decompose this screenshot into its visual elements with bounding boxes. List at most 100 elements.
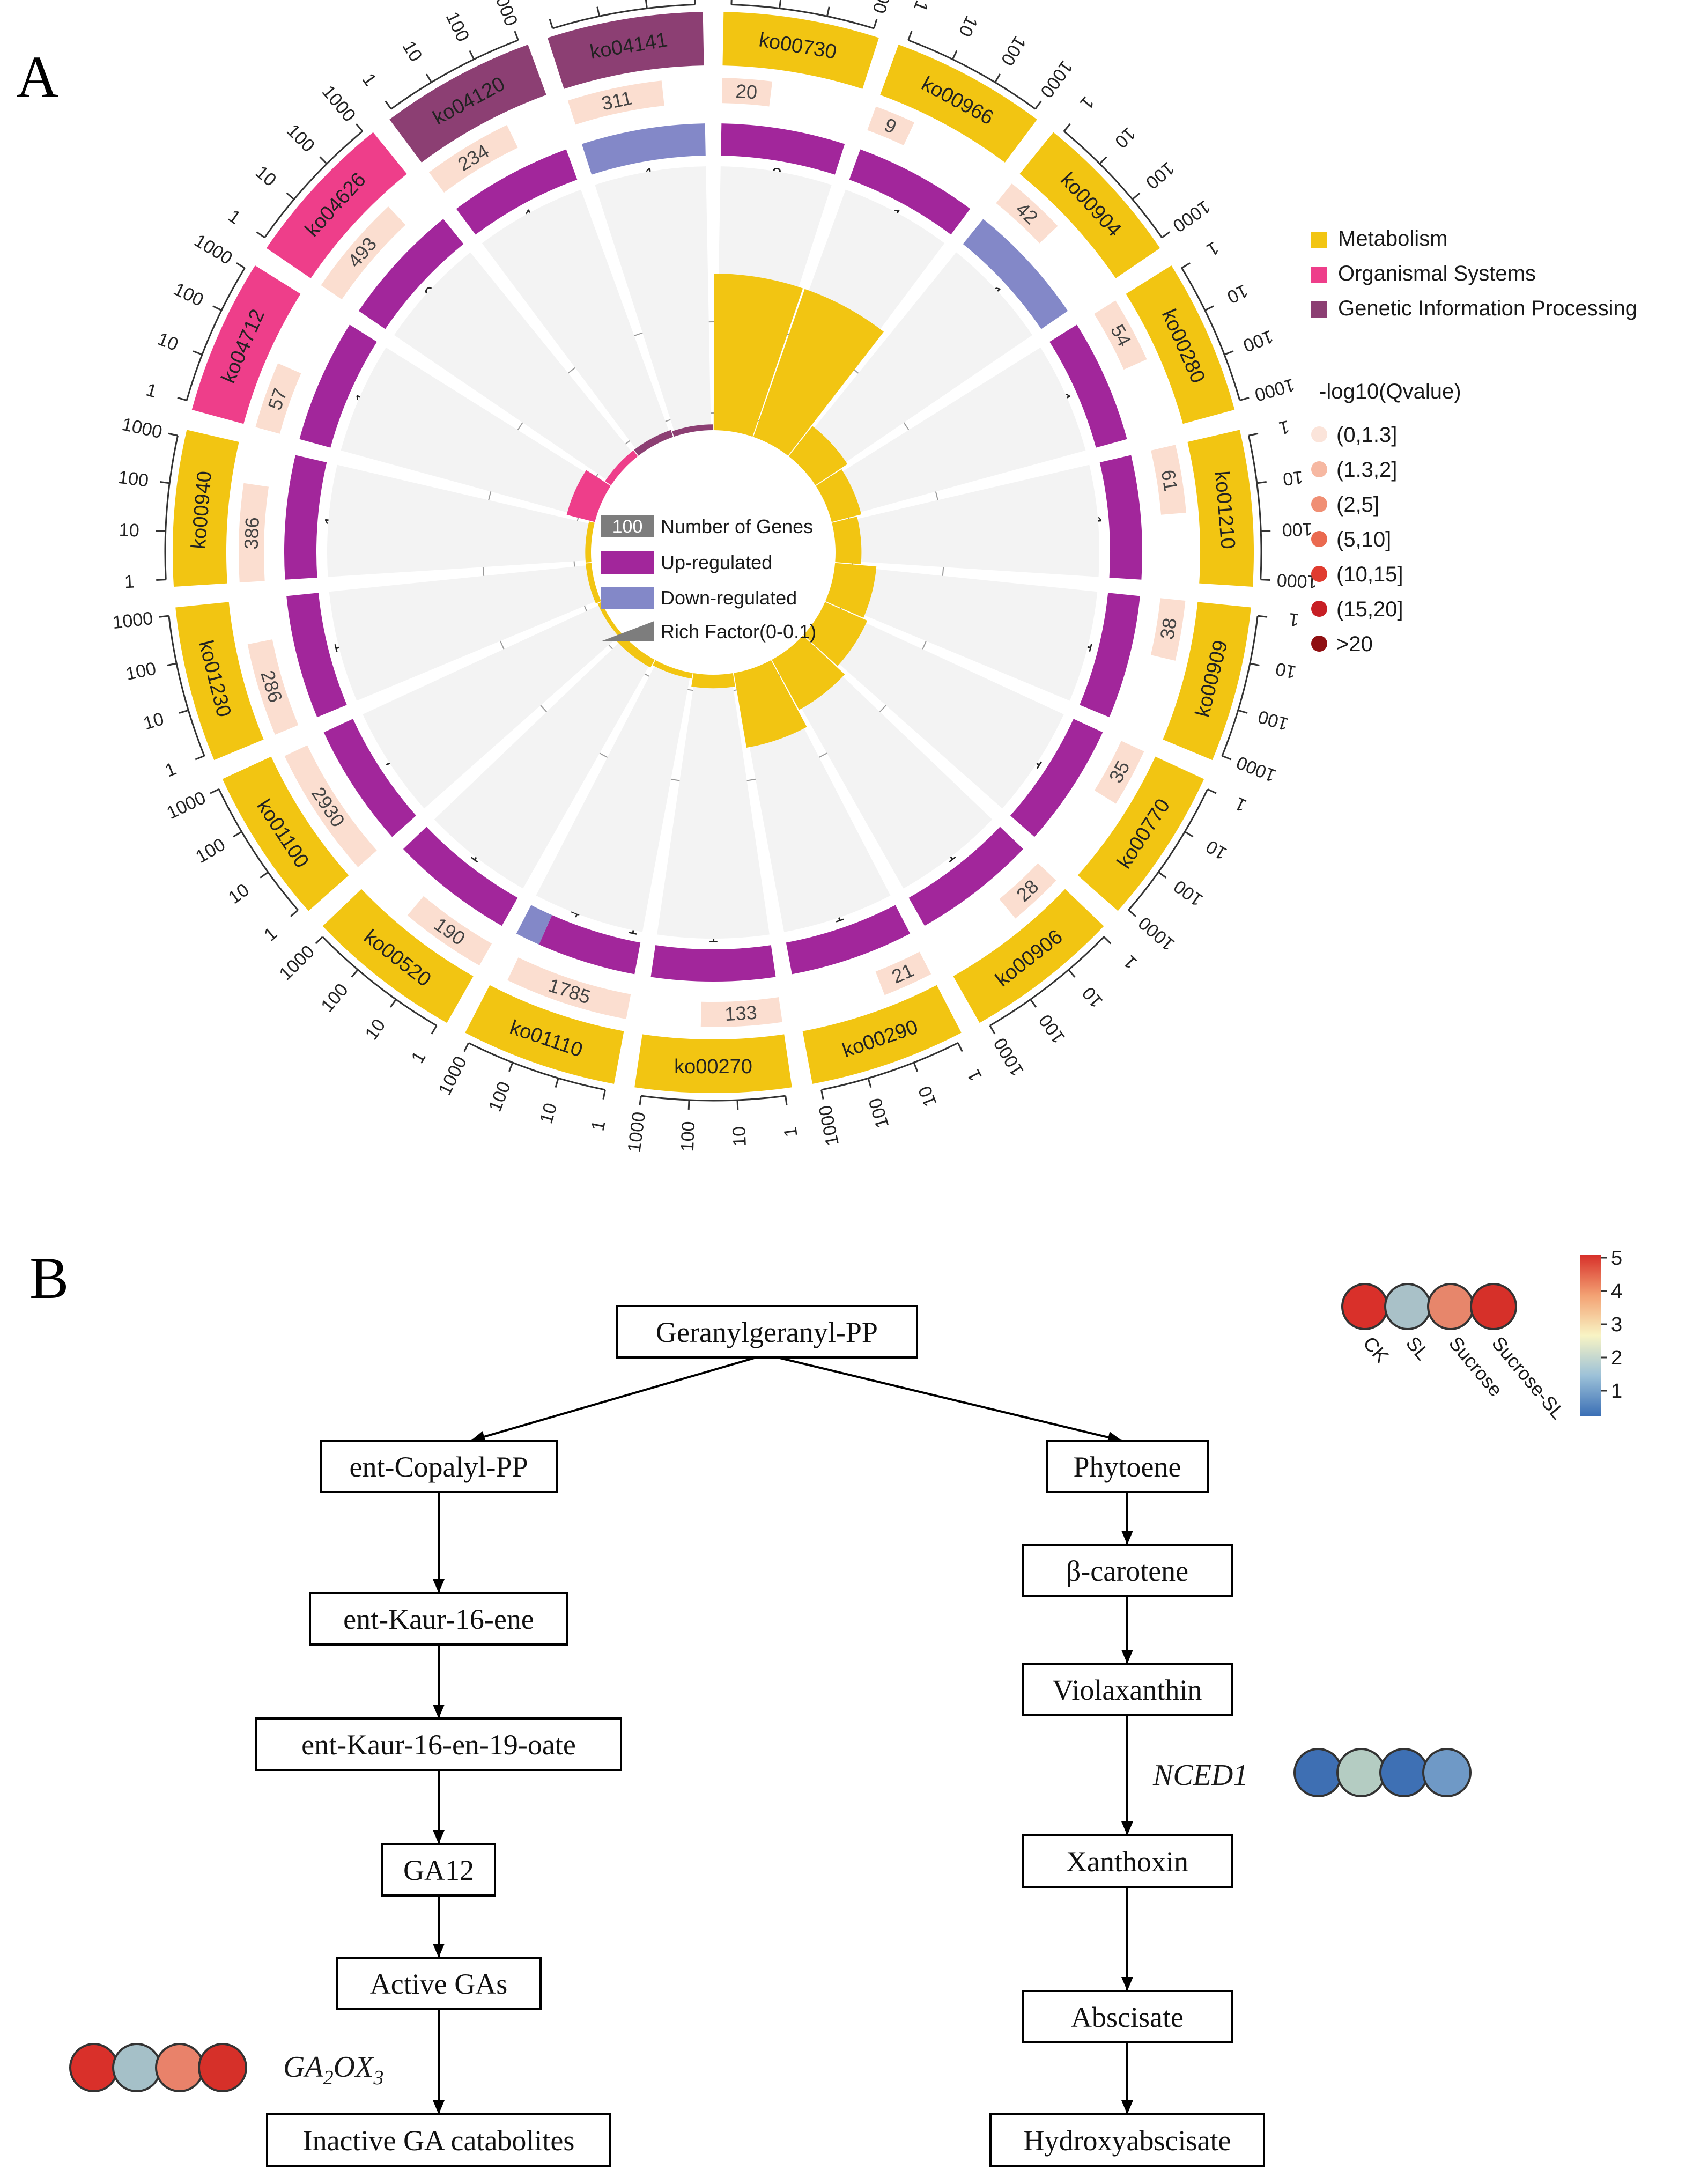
axis-tick-label: 100 (317, 980, 352, 1016)
axis-line (264, 130, 363, 238)
node-right-0-label: Phytoene (1074, 1451, 1181, 1483)
node-right-1 (1022, 1544, 1233, 1597)
axis-tick-label: 1 (1203, 237, 1222, 260)
background-count: 20 (735, 80, 758, 104)
legend-circle (1427, 1283, 1474, 1330)
qvalue-label: (15,20] (1336, 597, 1403, 621)
axis-tick (867, 1078, 872, 1088)
pathway-band (175, 602, 264, 761)
sample-label: CK (1359, 1332, 1393, 1367)
rich-factor-bar (585, 521, 595, 563)
axis-tick (1128, 909, 1137, 917)
axis-tick-label: 1 (225, 206, 245, 228)
axis-tick (463, 1042, 469, 1052)
node-right-2-label: Violaxanthin (1053, 1674, 1202, 1706)
axis-line (989, 936, 1105, 1027)
axis-tick (233, 831, 242, 838)
axis-line (1181, 267, 1241, 401)
axis-tick (431, 1025, 438, 1035)
rich-factor-bar (691, 673, 735, 689)
axis-tick-label: 1 (358, 70, 381, 90)
rich-factor-bar (634, 430, 674, 456)
axis-tick-label: 1000 (1276, 570, 1318, 592)
axis-tick-label: 1000 (191, 230, 236, 269)
arrow-head (433, 2100, 445, 2114)
axis-tick (256, 231, 265, 239)
pathway-band (266, 132, 407, 278)
pathway-arrows (433, 1356, 1133, 2114)
qvalue-swatch (1311, 601, 1327, 617)
background-count-bar (700, 997, 782, 1027)
qvalue-label: (5,10] (1336, 528, 1391, 551)
background-count-bar (1094, 300, 1147, 370)
expression-circle (1293, 1748, 1343, 1797)
axis-tick-label: 100 (1035, 1010, 1069, 1047)
node-left-3-label: GA12 (403, 1854, 474, 1886)
circos-chart: 1101001000110100100011010010001101001000… (112, 0, 1318, 1154)
axis-tick (1132, 192, 1141, 200)
axis-tick-label: 100 (193, 834, 229, 867)
axis-tick (645, 0, 648, 9)
circos-inner-sectors (327, 166, 1099, 939)
axis-tick-label: 100 (171, 279, 207, 311)
axis-tick (319, 156, 328, 165)
axis-tick (1161, 231, 1171, 239)
circos-rich-factor-ring (566, 274, 884, 748)
axis-tick (1222, 755, 1232, 761)
axis-tick-label: 1 (588, 1119, 610, 1133)
rich-factor-bar (753, 289, 884, 456)
axis-tick-label: 1 (260, 923, 281, 945)
axis-tick (425, 73, 432, 83)
background-count: 38 (1156, 616, 1181, 641)
axis-line (186, 267, 246, 401)
nced1-expression-heatmap (1293, 1748, 1472, 1797)
axis-tick-label: 10 (1111, 123, 1140, 152)
axis-tick (160, 481, 170, 484)
axis-tick-label: 1000 (275, 941, 319, 984)
down-regulated-bar (516, 905, 552, 945)
background-count-bar (996, 183, 1058, 244)
legend-number-count: 100 (612, 517, 643, 537)
legend-rich-label: Rich Factor(0-0.1) (661, 621, 816, 643)
up-regulated-bar (323, 719, 417, 837)
axis-tick-label: 10 (955, 13, 982, 40)
background-count-bar (239, 483, 269, 583)
axis-tick-label: 10 (398, 38, 426, 65)
axis-tick (1099, 156, 1107, 165)
background-count-bar (567, 80, 664, 125)
legend-number-swatch (601, 515, 654, 537)
background-count-bar (507, 957, 631, 1019)
axis-tick-label: 100 (485, 1079, 515, 1115)
up-regulated-bar (286, 593, 347, 718)
axis-line (641, 1095, 786, 1102)
axis-tick-label: 10 (729, 1126, 750, 1147)
qvalue-label: (2,5] (1336, 493, 1379, 517)
background-count-bar (284, 745, 377, 867)
axis-tick (555, 1078, 559, 1088)
axis-tick-label: 100 (997, 33, 1030, 69)
legend-up-label: Up-regulated (661, 551, 772, 573)
axis-tick (514, 31, 519, 41)
background-count-bar (247, 639, 299, 735)
axis-line (908, 39, 1036, 110)
pathway-band (1163, 602, 1251, 761)
circos-deg-ring: 21111111111417111211 (284, 123, 1142, 982)
legend-metabolism-label: Metabolism (1338, 227, 1448, 250)
axis-tick-label: 10 (225, 880, 253, 908)
axis-tick-label: 100 (865, 1096, 893, 1131)
rich-factor-bar (772, 636, 845, 710)
axis-tick-label: 100 (117, 467, 150, 491)
axis-tick (639, 1095, 642, 1106)
background-count-bar (321, 206, 406, 300)
circos-pathway-ring: ko00730ko00966ko00904ko00280ko01210ko009… (173, 12, 1254, 1093)
axis-tick (820, 1089, 824, 1100)
rich-factor-bar (605, 450, 638, 485)
axis-tick (779, 0, 782, 9)
sector-bg (774, 637, 993, 889)
up-regulated-bar (1099, 455, 1142, 580)
up-regulated-bar (650, 945, 776, 982)
axis-tick-label: 1 (144, 380, 159, 402)
axis-tick-label: 100 (1170, 876, 1207, 910)
colorbar-tick-label: 5 (1611, 1247, 1622, 1270)
